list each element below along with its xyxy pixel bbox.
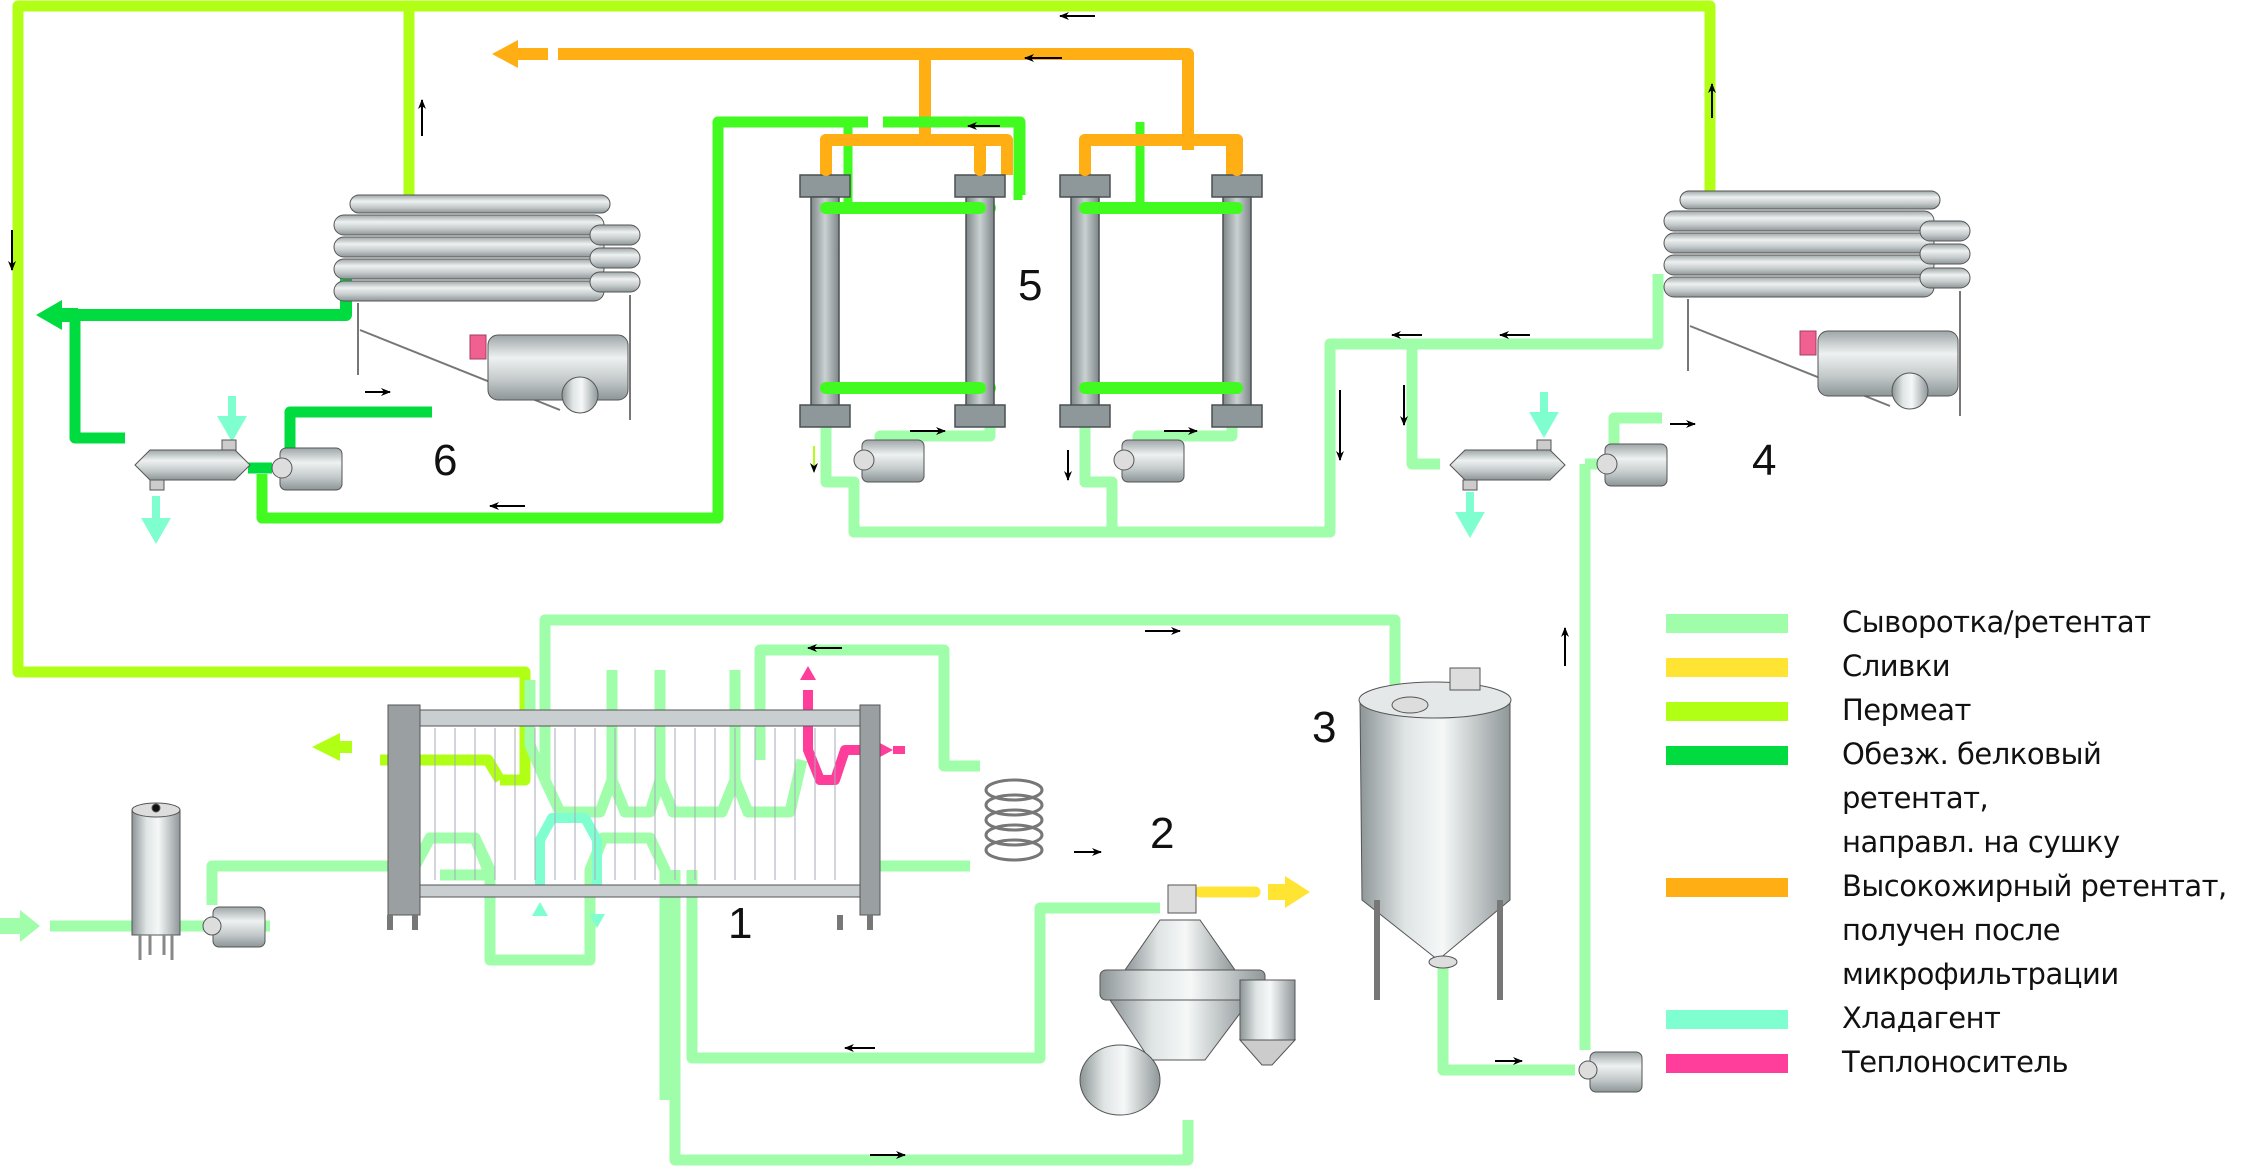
- heating-out-arrow: [800, 666, 816, 680]
- legend-item-continuation: направл. на сушку: [1660, 820, 2250, 864]
- legend-label: Высокожирный ретентат,: [1842, 869, 2227, 903]
- ultrafiltration-unit-6: [333, 194, 641, 420]
- unit-label-6: 6: [433, 436, 457, 485]
- coolant-arrows: [141, 392, 1559, 928]
- separator-2: [1079, 884, 1297, 1116]
- legend-label: Пермеат: [1842, 693, 1971, 727]
- legend-item-continuation: микрофильтрации: [1660, 952, 2250, 996]
- legend-swatch-heating: [1666, 1054, 1788, 1073]
- coolant-lines: [535, 813, 602, 896]
- legend-label: Сливки: [1842, 649, 1951, 683]
- legend-item: Высокожирный ретентат,: [1660, 864, 2250, 908]
- heating-lines: [803, 690, 870, 785]
- protein-out-arrow: [36, 300, 78, 330]
- legend-item-continuation: получен после: [1660, 908, 2250, 952]
- pump-unit6: [271, 447, 343, 491]
- tubular-heat-exchanger-6: [134, 439, 251, 491]
- heating-in-arrow: [878, 742, 905, 758]
- legend-item-continuation: ретентат,: [1660, 776, 2250, 820]
- whey-loop-upper: [539, 614, 1401, 780]
- legend-label: микрофильтрации: [1842, 957, 2119, 991]
- legend-item: Хладагент: [1660, 996, 2250, 1040]
- legend-item: Сыворотка/ретентат: [1660, 600, 2250, 644]
- legend-label: ретентат,: [1842, 781, 1989, 815]
- legend-label: Обезж. белковый: [1842, 737, 2102, 771]
- balance-tank: [131, 802, 181, 960]
- legend-label: направл. на сушку: [1842, 825, 2120, 859]
- legend-label: Хладагент: [1842, 1001, 2001, 1035]
- ultrafiltration-unit-4: [1663, 190, 1971, 416]
- pump-unit5-left: [853, 439, 925, 483]
- legend-swatch-permeate: [1666, 702, 1788, 721]
- cream-line: [1194, 876, 1310, 908]
- pump-unit4: [1596, 443, 1668, 487]
- tubular-heat-exchanger-4: [1449, 439, 1566, 491]
- pump-unit5-right: [1113, 439, 1185, 483]
- unit-label-5: 5: [1018, 261, 1042, 310]
- legend-item: Обезж. белковый: [1660, 732, 2250, 776]
- legend-swatch-whey: [1666, 614, 1788, 633]
- unit-label-2: 2: [1150, 809, 1174, 858]
- fat-retentate-lines: [558, 48, 1238, 175]
- storage-tank-3: [1358, 667, 1512, 1000]
- legend-item: Теплоноситель: [1660, 1040, 2250, 1084]
- fat-retentate-left-branch: [820, 54, 931, 175]
- protein-loop-to-unit5: [256, 116, 868, 524]
- pump-tank3: [1578, 1051, 1643, 1093]
- legend-item: Пермеат: [1660, 688, 2250, 732]
- legend-swatch-cream: [1666, 658, 1788, 677]
- fat-retentate-header: [558, 48, 1194, 150]
- legend-swatch-protein: [1666, 746, 1788, 765]
- heating-coil: [984, 778, 1044, 862]
- legend-item: Сливки: [1660, 644, 2250, 688]
- pumps: [202, 439, 1668, 1093]
- whey-unit4-to-unit5: [820, 274, 1664, 538]
- legend-label: Теплоноситель: [1842, 1045, 2069, 1079]
- flow-direction-arrows: [8, 12, 1716, 1159]
- legend-swatch-fat_retentate: [1666, 878, 1788, 897]
- legend-swatch-coolant: [1666, 1010, 1788, 1029]
- permeate-main-loop: [12, 0, 1716, 786]
- whey-separator-feed: [686, 870, 1160, 1064]
- whey-tank-outlet: [1437, 965, 1575, 1076]
- protein-out-unit6: [58, 270, 352, 321]
- permeate-out-arrow: [312, 733, 352, 761]
- whey-lines: [50, 274, 1664, 1166]
- unit-label-4: 4: [1752, 436, 1776, 485]
- plate-heat-exchanger-1: [387, 704, 881, 930]
- legend-label: Сыворотка/ретентат: [1842, 605, 2151, 639]
- unit-label-1: 1: [728, 899, 752, 948]
- microfiltration-unit-5: [799, 174, 1263, 428]
- whey-inlet-arrow: [0, 910, 40, 942]
- legend-label: получен после: [1842, 913, 2061, 947]
- pump-feed: [202, 906, 266, 948]
- cream-out-arrow: [1268, 876, 1310, 908]
- unit-label-3: 3: [1312, 703, 1336, 752]
- fat-retentate-out-arrow: [492, 40, 548, 68]
